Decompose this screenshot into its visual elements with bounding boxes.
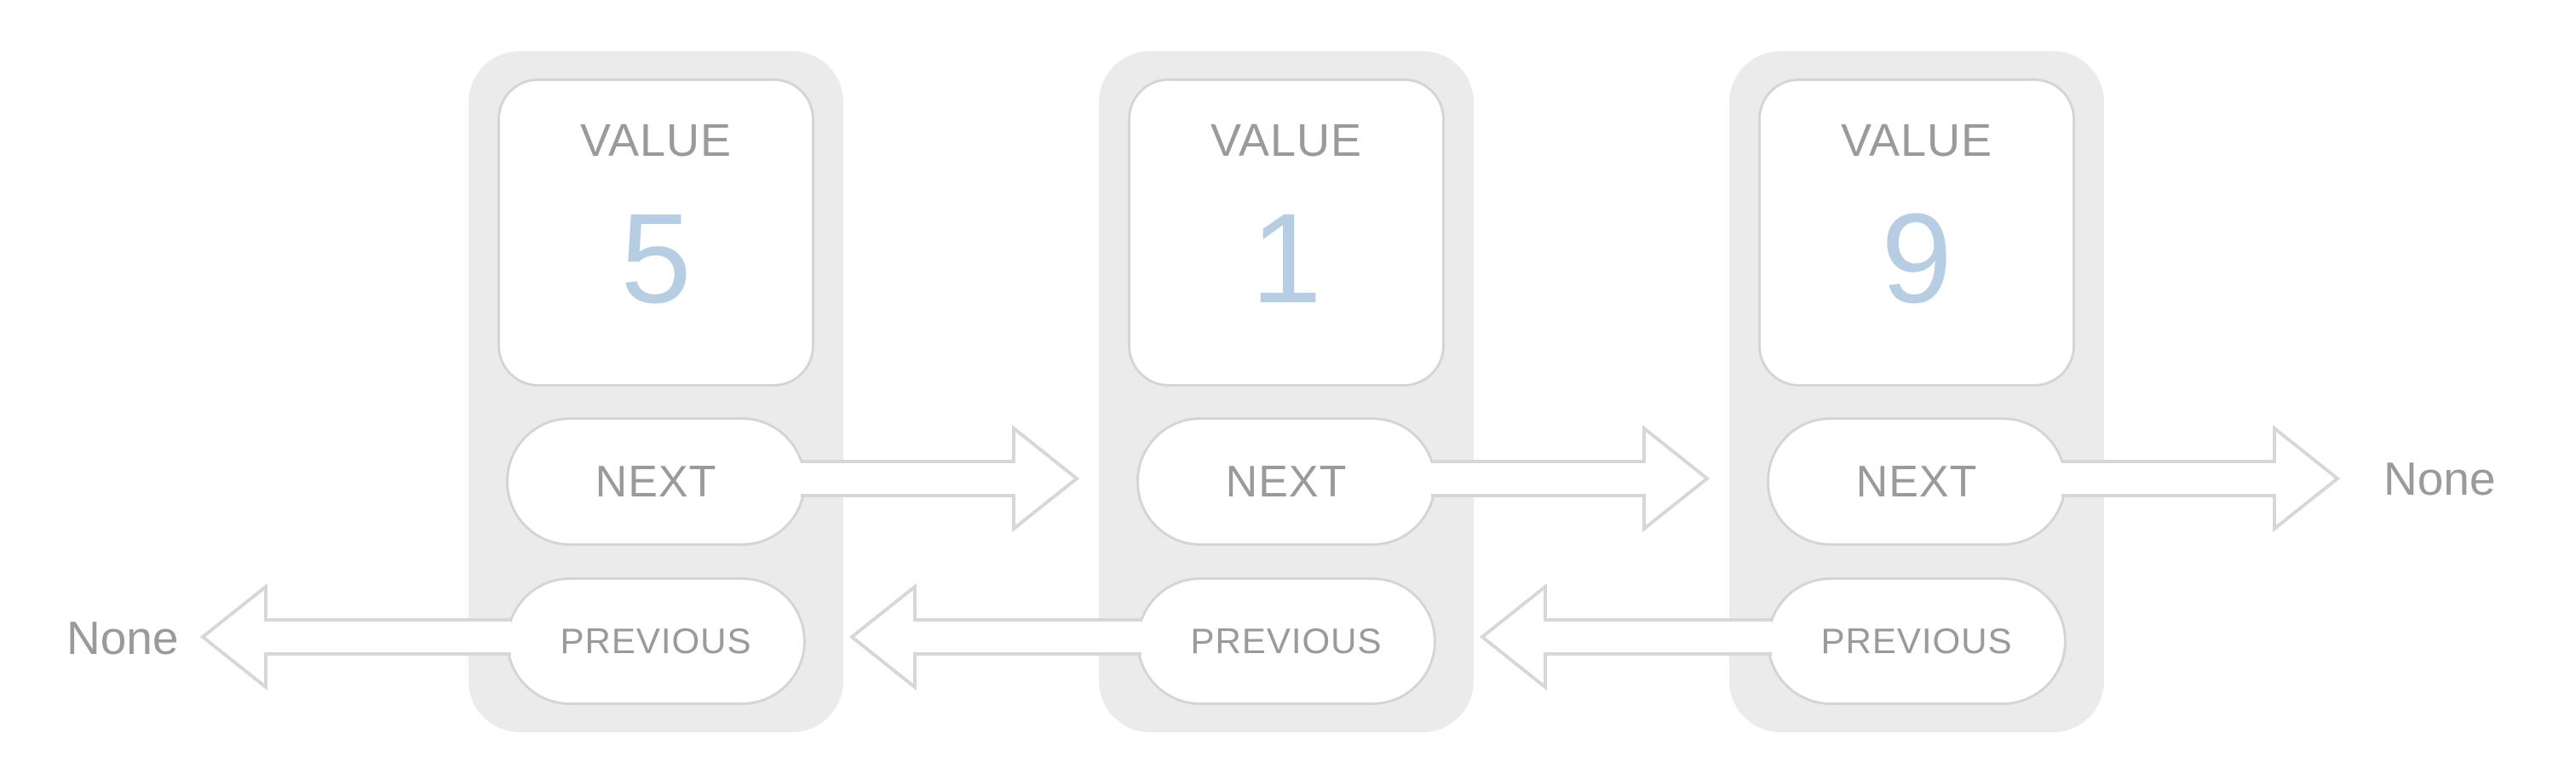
tail-next-none-label: None <box>2383 452 2496 505</box>
next-pointer-pill: NEXT <box>1136 417 1436 546</box>
value-label: VALUE <box>1210 115 1363 166</box>
previous-pointer-pill: PREVIOUS <box>1136 577 1436 705</box>
next-pointer-pill: NEXT <box>1767 417 2067 546</box>
value-label: VALUE <box>1840 115 1993 166</box>
linked-list-node-3: VALUE 9 NEXT PREVIOUS <box>1729 51 2104 732</box>
linked-list-node-1: VALUE 5 NEXT PREVIOUS <box>469 51 843 732</box>
head-previous-none-label: None <box>66 611 179 664</box>
value-box: VALUE 5 <box>497 78 814 387</box>
prev-arrow-node1-to-none <box>199 582 511 691</box>
prev-arrow-node3-to-node2 <box>1479 582 1772 691</box>
previous-pointer-pill: PREVIOUS <box>506 577 806 705</box>
value-label: VALUE <box>579 115 733 166</box>
value-number: 5 <box>620 186 692 330</box>
prev-arrow-node2-to-node1 <box>848 582 1141 691</box>
next-pointer-pill: NEXT <box>506 417 806 546</box>
value-number: 9 <box>1881 186 1952 330</box>
value-box: VALUE 1 <box>1128 78 1445 387</box>
value-box: VALUE 9 <box>1758 78 2075 387</box>
linked-list-node-2: VALUE 1 NEXT PREVIOUS <box>1099 51 1474 732</box>
previous-pointer-pill: PREVIOUS <box>1767 577 2067 705</box>
value-number: 1 <box>1251 186 1322 330</box>
